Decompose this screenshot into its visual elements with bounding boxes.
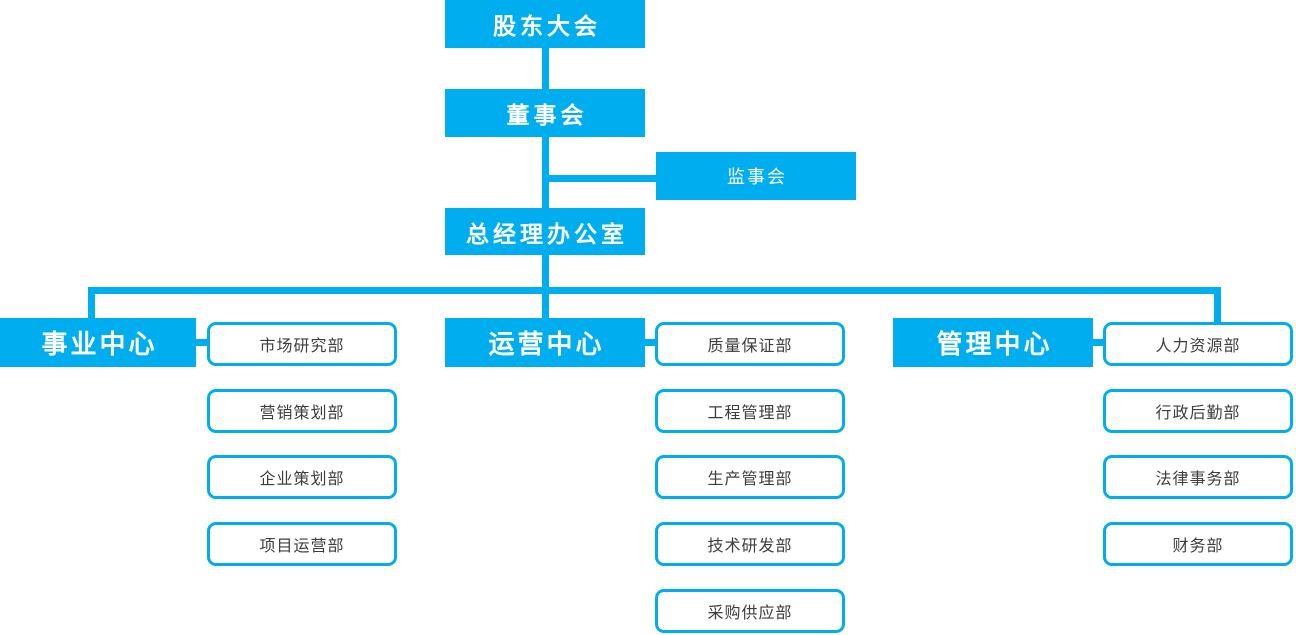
connector-stub-management — [1093, 339, 1104, 346]
dept-admin-logistics: 行政后勤部 — [1103, 388, 1293, 433]
node-label: 股东大会 — [493, 14, 601, 40]
dept-column-management: 人力资源部 行政后勤部 法律事务部 财务部 — [1103, 322, 1293, 567]
node-shareholders-meeting: 股东大会 — [445, 0, 645, 48]
connector-right-drop — [1214, 287, 1221, 322]
node-label: 董事会 — [506, 103, 588, 129]
dept-engineering-management: 工程管理部 — [655, 388, 845, 433]
node-business-center: 事业中心 — [0, 318, 196, 367]
dept-procurement-supply: 采购供应部 — [655, 588, 845, 633]
node-label: 管理中心 — [936, 330, 1053, 360]
dept-project-operations: 项目运营部 — [207, 522, 397, 567]
node-label: 总经理办公室 — [466, 221, 628, 248]
connector-stub-operations — [645, 339, 656, 346]
connector-gm-to-split — [542, 255, 549, 318]
node-board-of-directors: 董事会 — [445, 89, 645, 137]
dept-production-management: 生产管理部 — [655, 455, 845, 500]
dept-market-research: 市场研究部 — [207, 322, 397, 366]
dept-marketing-planning: 营销策划部 — [207, 388, 397, 433]
connector-board-to-supervisory — [545, 175, 657, 182]
dept-corporate-planning: 企业策划部 — [207, 455, 397, 500]
connector-stub-business — [196, 339, 208, 346]
dept-tech-rnd: 技术研发部 — [655, 522, 845, 567]
connector-root-to-board — [542, 48, 549, 89]
node-gm-office: 总经理办公室 — [445, 208, 645, 255]
dept-human-resources: 人力资源部 — [1103, 322, 1293, 366]
dept-quality-assurance: 质量保证部 — [655, 322, 845, 366]
node-supervisory-board: 监事会 — [656, 152, 856, 200]
node-operations-center: 运营中心 — [445, 318, 645, 367]
connector-board-to-gm — [542, 137, 549, 208]
connector-left-drop — [88, 287, 95, 318]
connector-main-horizontal — [88, 287, 1221, 294]
node-label: 监事会 — [727, 167, 787, 188]
node-management-center: 管理中心 — [893, 318, 1093, 367]
node-label: 事业中心 — [41, 330, 158, 360]
dept-column-operations: 质量保证部 工程管理部 生产管理部 技术研发部 采购供应部 — [655, 322, 845, 633]
dept-finance: 财务部 — [1103, 522, 1293, 567]
dept-column-business: 市场研究部 营销策划部 企业策划部 项目运营部 — [207, 322, 397, 567]
node-label: 运营中心 — [488, 330, 605, 360]
dept-legal-affairs: 法律事务部 — [1103, 455, 1293, 500]
